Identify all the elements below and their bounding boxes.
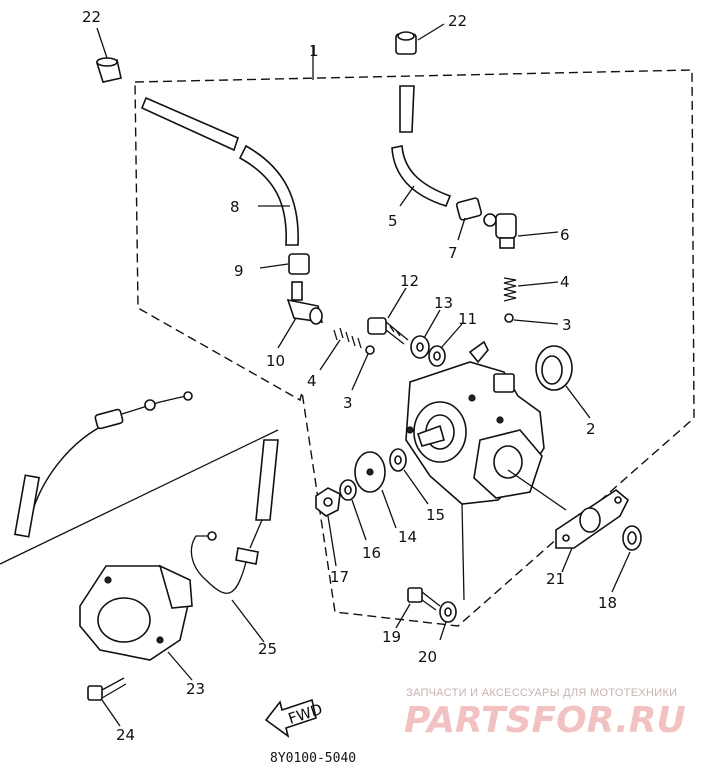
callout-10: 10: [266, 352, 285, 370]
leader-16: [351, 499, 367, 541]
watermark-brand: PARTSFOR.RU: [404, 700, 686, 741]
part-20-washer: [439, 601, 457, 623]
part-24-screw: [87, 677, 127, 701]
part-10-elbow-fitting: [286, 281, 324, 325]
leader-19: [395, 603, 411, 629]
callout-12: 12: [400, 272, 419, 290]
leader-18: [611, 551, 631, 593]
part-4-spring-right: [503, 277, 517, 302]
part-25-sensor-lead: [190, 439, 279, 594]
callout-17: 17: [330, 568, 349, 586]
part-23-pump-cover: [79, 564, 193, 661]
leader-17: [327, 515, 337, 567]
part-3-ball-left: [365, 345, 375, 355]
part-22-cap-right: [395, 31, 417, 55]
leader-4b: [319, 339, 341, 371]
callout-22: 22: [82, 8, 101, 26]
part-3-ball-right: [504, 313, 514, 323]
part-code: 8Y0100-5040: [270, 751, 356, 766]
leader-5: [399, 185, 415, 207]
leader-3b: [351, 353, 369, 391]
callout-5: 5: [388, 212, 398, 230]
part-18-ring: [622, 525, 642, 551]
part-21-gasket: [555, 489, 629, 549]
part-7-clamp: [455, 197, 483, 221]
leader-14: [381, 489, 397, 529]
part-8-hose: [140, 96, 299, 246]
callout-9: 9: [234, 262, 244, 280]
leader-2: [565, 385, 591, 419]
leader-24: [101, 699, 121, 727]
callout-1: 1: [309, 42, 319, 60]
part-2-oil-seal: [535, 345, 573, 391]
callout-18: 18: [598, 594, 617, 612]
callout-19: 19: [382, 628, 401, 646]
leader-13: [423, 309, 441, 339]
part-9-clamp: [288, 253, 310, 275]
callout-14: 14: [398, 528, 417, 546]
leader-25: [231, 599, 265, 643]
part-5-hose: [391, 85, 452, 207]
part-11-washer: [428, 345, 446, 367]
callout-4: 4: [307, 372, 317, 390]
callout-21: 21: [546, 570, 565, 588]
mounting-line: [461, 503, 465, 601]
part-19-bolt: [407, 587, 441, 611]
callout-24: 24: [116, 726, 135, 744]
section-divider-line: [0, 429, 279, 565]
callout-11: 11: [458, 310, 477, 328]
callout-8: 8: [230, 198, 240, 216]
fwd-label: FWD: [286, 700, 325, 728]
leader-4a: [517, 281, 559, 287]
gasket-alignment-line: [507, 469, 567, 511]
callout-2: 2: [586, 420, 596, 438]
callout-13: 13: [434, 294, 453, 312]
callout-25: 25: [258, 640, 277, 658]
callout-3: 3: [343, 394, 353, 412]
leader-6: [517, 231, 559, 237]
oil-pump-cable: [13, 391, 193, 538]
callout-7: 7: [448, 244, 458, 262]
callout-4: 4: [560, 273, 570, 291]
part-13-washer: [410, 335, 430, 359]
oil-pump-body: [405, 340, 545, 505]
part-22-cap-left: [95, 57, 122, 83]
part-12-bolt: [367, 317, 409, 345]
callout-3: 3: [562, 316, 572, 334]
fwd-arrow-icon: [264, 698, 317, 738]
leader-23: [167, 651, 193, 681]
leader-15: [403, 469, 429, 505]
leader-22b: [417, 23, 445, 41]
leader-22a: [96, 27, 108, 59]
leader-11: [440, 323, 463, 349]
callout-15: 15: [426, 506, 445, 524]
part-15-washer: [389, 448, 407, 472]
callout-23: 23: [186, 680, 205, 698]
leader-20: [439, 621, 447, 641]
watermark-tagline: ЗАПЧАСТИ И АКСЕССУАРЫ ДЛЯ МОТОТЕХНИКИ: [406, 687, 677, 699]
callout-16: 16: [362, 544, 381, 562]
part-17-nut: [315, 487, 341, 517]
part-16-washer: [339, 479, 357, 501]
assembly-boundary: [134, 69, 695, 627]
leader-7: [457, 217, 466, 241]
leader-12: [387, 287, 407, 319]
leader-3a: [513, 319, 559, 325]
leader-9: [259, 263, 289, 269]
callout-20: 20: [418, 648, 437, 666]
part-14-plate: [354, 451, 386, 493]
callout-6: 6: [560, 226, 570, 244]
part-4-spring-left: [333, 327, 362, 349]
leader-10: [277, 317, 297, 349]
leader-21: [561, 547, 573, 573]
callout-22: 22: [448, 12, 467, 30]
part-6-fitting: [483, 213, 517, 249]
